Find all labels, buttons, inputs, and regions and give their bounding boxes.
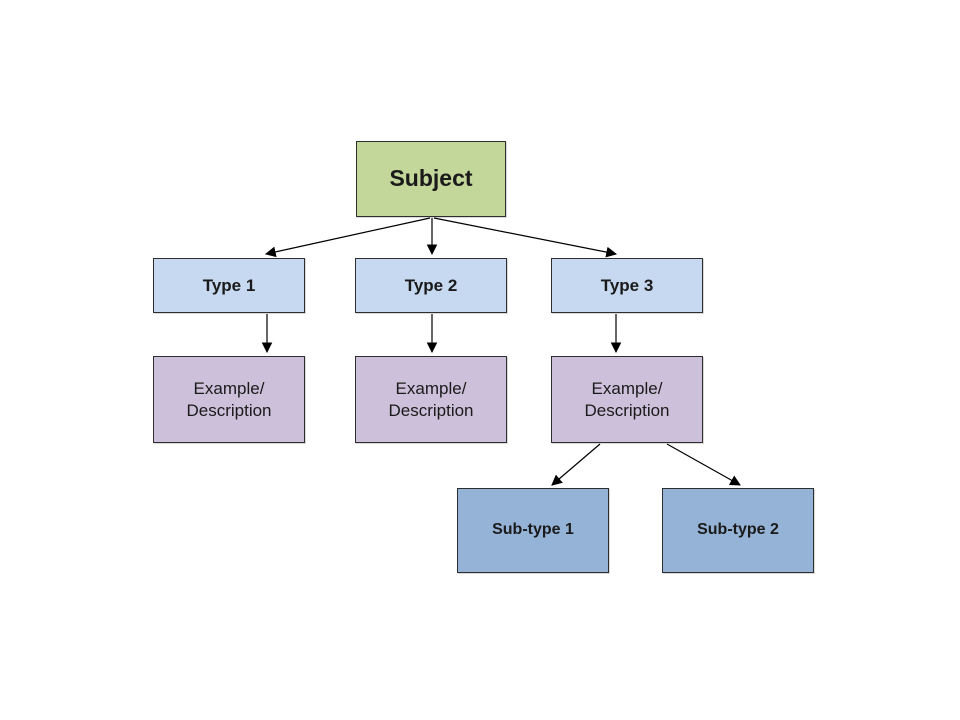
sub-type-1-node: Sub-type 1 [457,488,609,573]
sub-type-2-label: Sub-type 2 [697,521,779,539]
sub-type-2-node: Sub-type 2 [662,488,814,573]
type-2-node: Type 2 [355,258,507,313]
description-3-node: Example/ Description [551,356,703,443]
subject-label: Subject [389,165,473,192]
description-1-line2: Description [186,400,272,420]
description-2-line1: Example/ [395,378,467,398]
description-3-line2: Description [584,400,670,420]
description-1-node: Example/ Description [153,356,305,443]
type-3-label: Type 3 [600,275,654,295]
description-2-line2: Description [388,400,474,420]
arrow-desc3-to-sub2 [666,443,741,486]
arrow-subject-to-type1 [264,217,431,258]
description-3-line1: Example/ [591,378,663,398]
type-2-label: Type 2 [404,275,458,295]
arrow-desc3-to-sub1 [551,443,601,486]
type-1-node: Type 1 [153,258,305,313]
description-1-line1: Example/ [193,378,265,398]
subject-node: Subject [356,141,506,217]
sub-type-1-label: Sub-type 1 [492,521,574,539]
type-3-node: Type 3 [551,258,703,313]
description-2-node: Example/ Description [355,356,507,443]
type-1-label: Type 1 [202,275,256,295]
arrow-subject-to-type3 [433,217,618,258]
